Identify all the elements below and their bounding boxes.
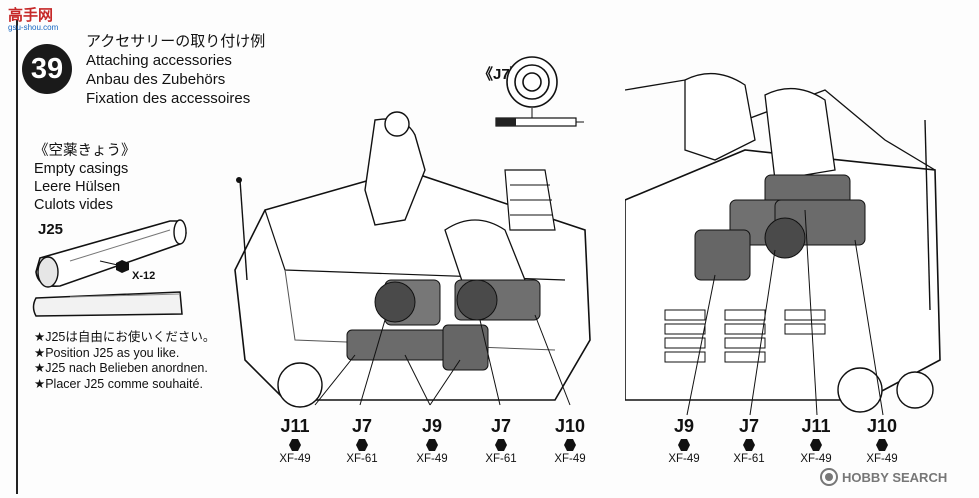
casings-heading: 《空薬きょう》 Empty casings Leere Hülsen Culot… bbox=[34, 142, 136, 214]
callout-color: XF-61 bbox=[733, 453, 765, 465]
step-number-badge: 39 bbox=[22, 44, 72, 94]
hex-color-marker-icon bbox=[426, 439, 438, 451]
note-de: ★J25 nach Belieben anordnen. bbox=[34, 361, 208, 375]
watermark-subtext: gsu-shou.com bbox=[8, 23, 59, 32]
callout-part: J10 bbox=[554, 416, 586, 436]
hex-color-marker-icon bbox=[678, 439, 690, 451]
callout-part: J7 bbox=[351, 416, 373, 436]
note-fr: ★Placer J25 comme souhaité. bbox=[34, 376, 203, 391]
callout-color: XF-49 bbox=[800, 453, 832, 465]
hobby-search-logo-icon bbox=[820, 468, 838, 486]
callout-part: J9 bbox=[673, 416, 695, 436]
callout-color: XF-61 bbox=[346, 453, 378, 465]
callout-j7-right: J7 XF-61 bbox=[719, 416, 779, 465]
casings-en: Empty casings bbox=[34, 161, 129, 177]
callout-color: XF-61 bbox=[485, 453, 517, 465]
casings-illustration bbox=[32, 219, 187, 317]
hex-color-marker-icon bbox=[564, 439, 576, 451]
callout-color: XF-49 bbox=[554, 453, 586, 465]
callout-part: J11 bbox=[801, 416, 831, 436]
callout-j9-right: J9 XF-49 bbox=[654, 416, 714, 465]
hex-color-marker-icon bbox=[356, 439, 368, 451]
callout-part: J10 bbox=[866, 416, 898, 436]
callout-color: XF-49 bbox=[416, 453, 448, 465]
title-fr: Fixation des accessoires bbox=[86, 90, 251, 107]
callout-j11-left: J11 XF-49 bbox=[265, 416, 325, 465]
paint-label-x12: X-12 bbox=[132, 270, 156, 282]
callout-part: J7 bbox=[738, 416, 760, 436]
callout-j10-right: J10 XF-49 bbox=[852, 416, 912, 465]
callout-part: J7 bbox=[490, 416, 512, 436]
part-label-j25: J25 bbox=[38, 221, 64, 238]
casings-fr: Culots vides bbox=[34, 197, 113, 213]
title-jp: アクセサリーの取り付け例 bbox=[86, 33, 266, 50]
callout-color: XF-49 bbox=[866, 453, 898, 465]
j7-detail-illustration bbox=[495, 56, 584, 127]
casings-jp: 《空薬きょう》 bbox=[34, 143, 136, 159]
left-vehicle-illustration bbox=[234, 111, 591, 408]
brand-watermark: HOBBY SEARCH bbox=[820, 468, 947, 486]
right-vehicle-illustration bbox=[625, 72, 941, 416]
callout-j9-left: J9 XF-49 bbox=[402, 416, 462, 465]
step-title: アクセサリーの取り付け例 Attaching accessories Anbau… bbox=[86, 32, 265, 108]
frame-border bbox=[16, 20, 18, 494]
callout-j7-left-1: J7 XF-61 bbox=[332, 416, 392, 465]
title-de: Anbau des Zubehörs bbox=[86, 71, 226, 88]
watermark-text: 高手网 bbox=[8, 7, 54, 24]
callout-j11-right: J11 XF-49 bbox=[786, 416, 846, 465]
hex-color-marker-icon bbox=[289, 439, 301, 451]
watermark-logo: 高手网 gsu-shou.com bbox=[8, 4, 58, 32]
callout-part: J11 bbox=[280, 416, 310, 436]
note-en: ★Position J25 as you like. bbox=[34, 345, 180, 360]
notes-block: ★J25は自由にお使いください。 ★Position J25 as you li… bbox=[34, 330, 215, 392]
callout-color: XF-49 bbox=[279, 453, 311, 465]
note-jp: ★J25は自由にお使いください。 bbox=[34, 330, 216, 344]
hex-color-marker-icon bbox=[876, 439, 888, 451]
brand-text: HOBBY SEARCH bbox=[842, 470, 948, 485]
title-en: Attaching accessories bbox=[86, 52, 232, 69]
hex-color-marker-icon bbox=[743, 439, 755, 451]
callout-j7-left-2: J7 XF-61 bbox=[471, 416, 531, 465]
hex-color-marker-icon bbox=[810, 439, 822, 451]
callout-j10-left: J10 XF-49 bbox=[540, 416, 600, 465]
callout-part: J9 bbox=[421, 416, 443, 436]
hex-color-marker-icon bbox=[495, 439, 507, 451]
casings-de: Leere Hülsen bbox=[34, 179, 121, 195]
callout-color: XF-49 bbox=[668, 453, 700, 465]
